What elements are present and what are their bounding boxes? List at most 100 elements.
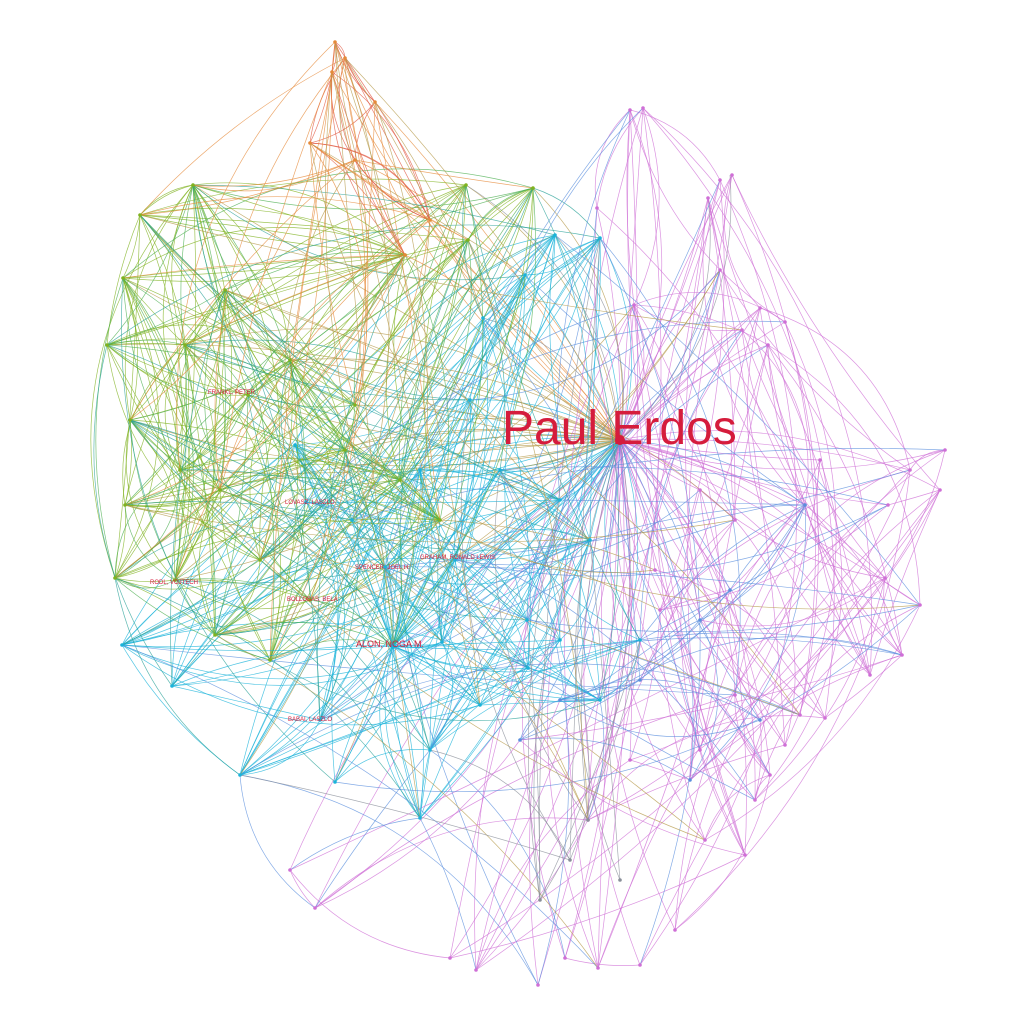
graph-edge xyxy=(528,499,561,901)
graph-edge xyxy=(319,234,556,721)
graph-edge xyxy=(219,489,271,661)
graph-node xyxy=(170,684,174,688)
graph-edge xyxy=(314,739,521,909)
graph-edge xyxy=(224,187,534,291)
graph-edge xyxy=(656,174,746,856)
graph-edge xyxy=(171,399,471,687)
graph-edge xyxy=(629,109,786,323)
graph-node xyxy=(628,758,632,762)
graph-edge xyxy=(121,277,336,783)
graph-edge xyxy=(121,439,621,648)
graph-edge xyxy=(121,187,534,646)
graph-node xyxy=(333,40,337,44)
graph-node xyxy=(121,276,125,280)
graph-edge xyxy=(179,239,469,471)
graph-edge xyxy=(869,489,941,676)
graph-edge xyxy=(129,419,528,621)
graph-edge xyxy=(114,214,141,579)
graph-edge xyxy=(674,489,941,931)
graph-edge xyxy=(699,504,806,621)
graph-edge xyxy=(259,559,431,751)
graph-edge xyxy=(309,142,368,406)
graph-edge xyxy=(392,479,414,647)
graph-node xyxy=(783,320,787,324)
graph-edge xyxy=(259,71,333,561)
graph-edge xyxy=(319,504,806,721)
graph-edge xyxy=(419,817,477,971)
graph-edge xyxy=(139,196,431,221)
graph-edge xyxy=(334,559,456,783)
graph-edge xyxy=(559,504,806,701)
graph-edge xyxy=(419,539,591,819)
graph-edge xyxy=(475,819,589,971)
graph-edge xyxy=(305,501,529,669)
label-graham: GRAHAM, RONALD LEWIS xyxy=(420,555,495,561)
graph-edge xyxy=(219,71,333,491)
graph-edge xyxy=(754,604,921,801)
graph-node xyxy=(343,56,347,60)
graph-edge xyxy=(129,419,311,601)
graph-edge xyxy=(184,344,921,610)
graph-node xyxy=(658,608,662,612)
graph-edge xyxy=(247,254,406,396)
graph-edge xyxy=(559,439,621,641)
graph-edge xyxy=(192,184,441,521)
graph-node xyxy=(766,343,770,347)
graph-edge xyxy=(114,577,421,819)
graph-edge xyxy=(269,187,534,661)
graph-edge xyxy=(633,304,743,332)
graph-node xyxy=(698,618,702,622)
graph-edge xyxy=(629,759,691,781)
graph-edge xyxy=(179,469,706,841)
graph-edge xyxy=(469,269,721,401)
graph-edge xyxy=(106,344,386,568)
graph-node xyxy=(588,538,592,542)
graph-edge xyxy=(214,501,307,636)
graph-edge xyxy=(224,289,394,647)
graph-edge xyxy=(239,774,539,986)
graph-edge xyxy=(619,439,871,676)
graph-edge xyxy=(331,71,431,221)
graph-edge xyxy=(659,504,889,611)
graph-edge xyxy=(184,184,467,346)
graph-node xyxy=(733,693,737,697)
graph-edge xyxy=(106,224,601,346)
graph-edge xyxy=(239,639,561,776)
graph-edge xyxy=(124,501,353,521)
graph-edge xyxy=(386,184,467,481)
graph-edge xyxy=(239,645,394,776)
graph-edge xyxy=(176,41,336,471)
graph-edge xyxy=(114,577,176,583)
graph-edge xyxy=(219,477,441,521)
graph-edge xyxy=(454,504,889,577)
graph-edge xyxy=(654,569,826,719)
graph-edge xyxy=(909,449,946,471)
graph-edge xyxy=(305,501,394,647)
graph-edge xyxy=(331,71,406,256)
graph-edge xyxy=(289,817,421,871)
graph-edge xyxy=(192,184,353,521)
graph-edge xyxy=(599,636,903,701)
graph-edge xyxy=(305,320,786,503)
graph-edge xyxy=(139,214,183,471)
graph-edge xyxy=(344,57,406,256)
graph-edge xyxy=(247,394,394,647)
graph-edge xyxy=(559,499,806,506)
graph-edge xyxy=(597,109,639,969)
graph-edge xyxy=(354,159,534,189)
graph-edge xyxy=(174,344,216,581)
graph-edge xyxy=(639,519,736,681)
graph-edge xyxy=(399,187,534,481)
graph-edge xyxy=(392,639,641,650)
graph-edge xyxy=(174,219,431,581)
graph-edge xyxy=(129,41,336,421)
graph-edge xyxy=(214,559,456,636)
graph-edge xyxy=(269,239,469,661)
graph-edge xyxy=(334,645,394,783)
graph-edge xyxy=(689,344,769,781)
graph-edge xyxy=(192,184,534,210)
graph-edge xyxy=(289,359,621,441)
graph-edge xyxy=(392,234,556,647)
graph-edge xyxy=(633,304,769,346)
graph-edge xyxy=(699,577,886,627)
